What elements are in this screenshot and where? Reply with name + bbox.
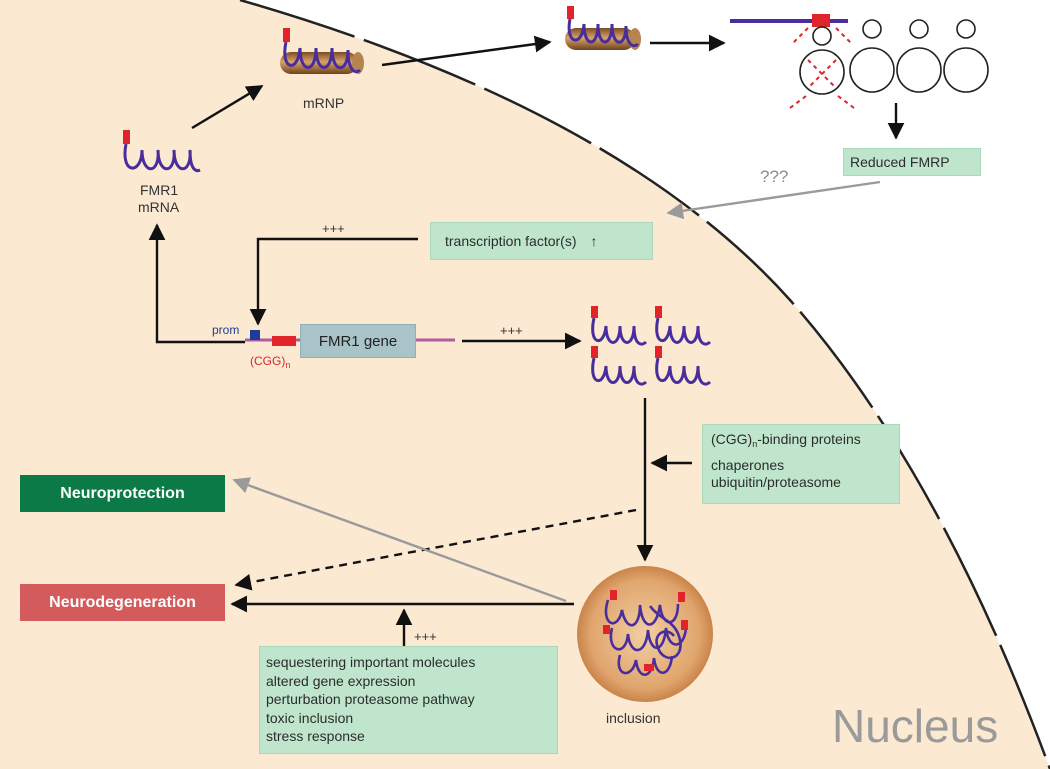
binding-proteins-prefix: (CGG) <box>711 431 753 447</box>
reduced-fmrp-label: Reduced FMRP <box>850 154 950 170</box>
cgg-repeat-label: (CGG)n <box>250 353 290 374</box>
tf-up-arrow-icon: ↑ <box>590 233 598 249</box>
binding-proteins-box: (CGG)n-binding proteins chaperones ubiqu… <box>702 424 900 504</box>
mechanism-item: stress response <box>266 728 365 744</box>
mechanism-item: perturbation proteasome pathway <box>266 691 475 707</box>
neuroprotection-box: Neuroprotection <box>20 475 225 512</box>
plus-expression-label: +++ <box>500 323 523 338</box>
ubiquitin-proteasome-line: ubiquitin/proteasome <box>711 474 841 490</box>
mrnp-particle <box>280 28 364 74</box>
binding-proteins-line1: (CGG)n-binding proteins <box>711 431 899 453</box>
plus-transcription-label: +++ <box>322 221 345 236</box>
fmr1-mrna-coil <box>123 130 201 173</box>
nuclear-mrna-cluster <box>591 317 712 386</box>
binding-proteins-subscript: n <box>752 439 758 449</box>
cgg-repeat-subscript: n <box>285 360 291 370</box>
mechanism-item: altered gene expression <box>266 672 416 689</box>
cgg-repeat-text: (CGG) <box>250 354 286 368</box>
inclusion-label: inclusion <box>606 710 661 726</box>
fmr1-mrna-label-line1: FMR1 <box>140 182 179 198</box>
nuclear-envelope <box>239 0 1050 769</box>
plus-toxicity-label: +++ <box>414 629 437 644</box>
export-mrnp-particle <box>565 6 641 50</box>
chaperones-line: chaperones <box>711 457 785 473</box>
transcription-factors-label: transcription factor(s) <box>445 233 577 249</box>
fmr1-gene-box: FMR1 gene <box>300 324 416 358</box>
neurodegeneration-box: Neurodegeneration <box>20 584 225 621</box>
mrnp-label: mRNP <box>303 95 345 111</box>
translation-ribosomes <box>730 14 989 109</box>
fmr1-mrna-label-line2: mRNA <box>138 199 180 215</box>
nucleus-label: Nucleus <box>832 700 999 752</box>
fmr1-gene-label: FMR1 gene <box>318 332 398 350</box>
transcription-factors-box: transcription factor(s) ↑ <box>430 222 653 260</box>
inclusion-body <box>577 566 713 702</box>
cgg-repeat-markers <box>591 306 662 358</box>
question-label: ??? <box>760 167 789 186</box>
mechanism-item: toxic inclusion <box>266 709 354 726</box>
mechanisms-box: sequestering important molecules altered… <box>259 646 558 754</box>
reduced-fmrp-box: Reduced FMRP <box>843 148 981 176</box>
promoter-label: prom <box>212 323 240 337</box>
binding-proteins-suffix: -binding proteins <box>757 431 861 447</box>
mechanism-item: sequestering important molecules <box>266 654 476 670</box>
